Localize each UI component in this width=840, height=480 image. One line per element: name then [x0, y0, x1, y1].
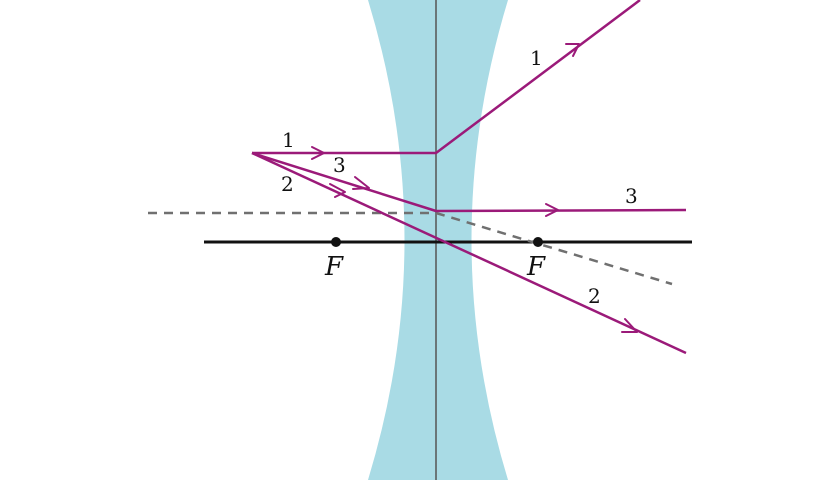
ray-3-outgoing-arrow: [545, 203, 559, 217]
ray-3: [251, 151, 687, 213]
ray-2-outgoing-arrow: [621, 318, 638, 333]
focal-point-left-label: F: [324, 252, 344, 282]
ray-1-outgoing-label: 1: [530, 46, 543, 70]
ray-1: [252, 0, 641, 155]
ray-3-outgoing-label: 3: [625, 184, 638, 208]
focal-point-right: [533, 237, 543, 247]
focal-point-left: [331, 237, 341, 247]
ray-3-incoming-arrow: [352, 176, 370, 190]
ray-1-incoming-label: 1: [282, 128, 295, 152]
ray-2-outgoing-label: 2: [588, 284, 601, 308]
ray-3-incoming-label: 3: [333, 153, 346, 177]
ray-1-outgoing-arrow: [565, 43, 580, 57]
ray-2-incoming-arrow: [329, 183, 346, 198]
focal-point-right-label: F: [526, 252, 546, 282]
ray-2-incoming-label: 2: [281, 172, 294, 196]
ray-1-incoming-arrow: [311, 146, 325, 160]
ray-2: [251, 151, 687, 355]
